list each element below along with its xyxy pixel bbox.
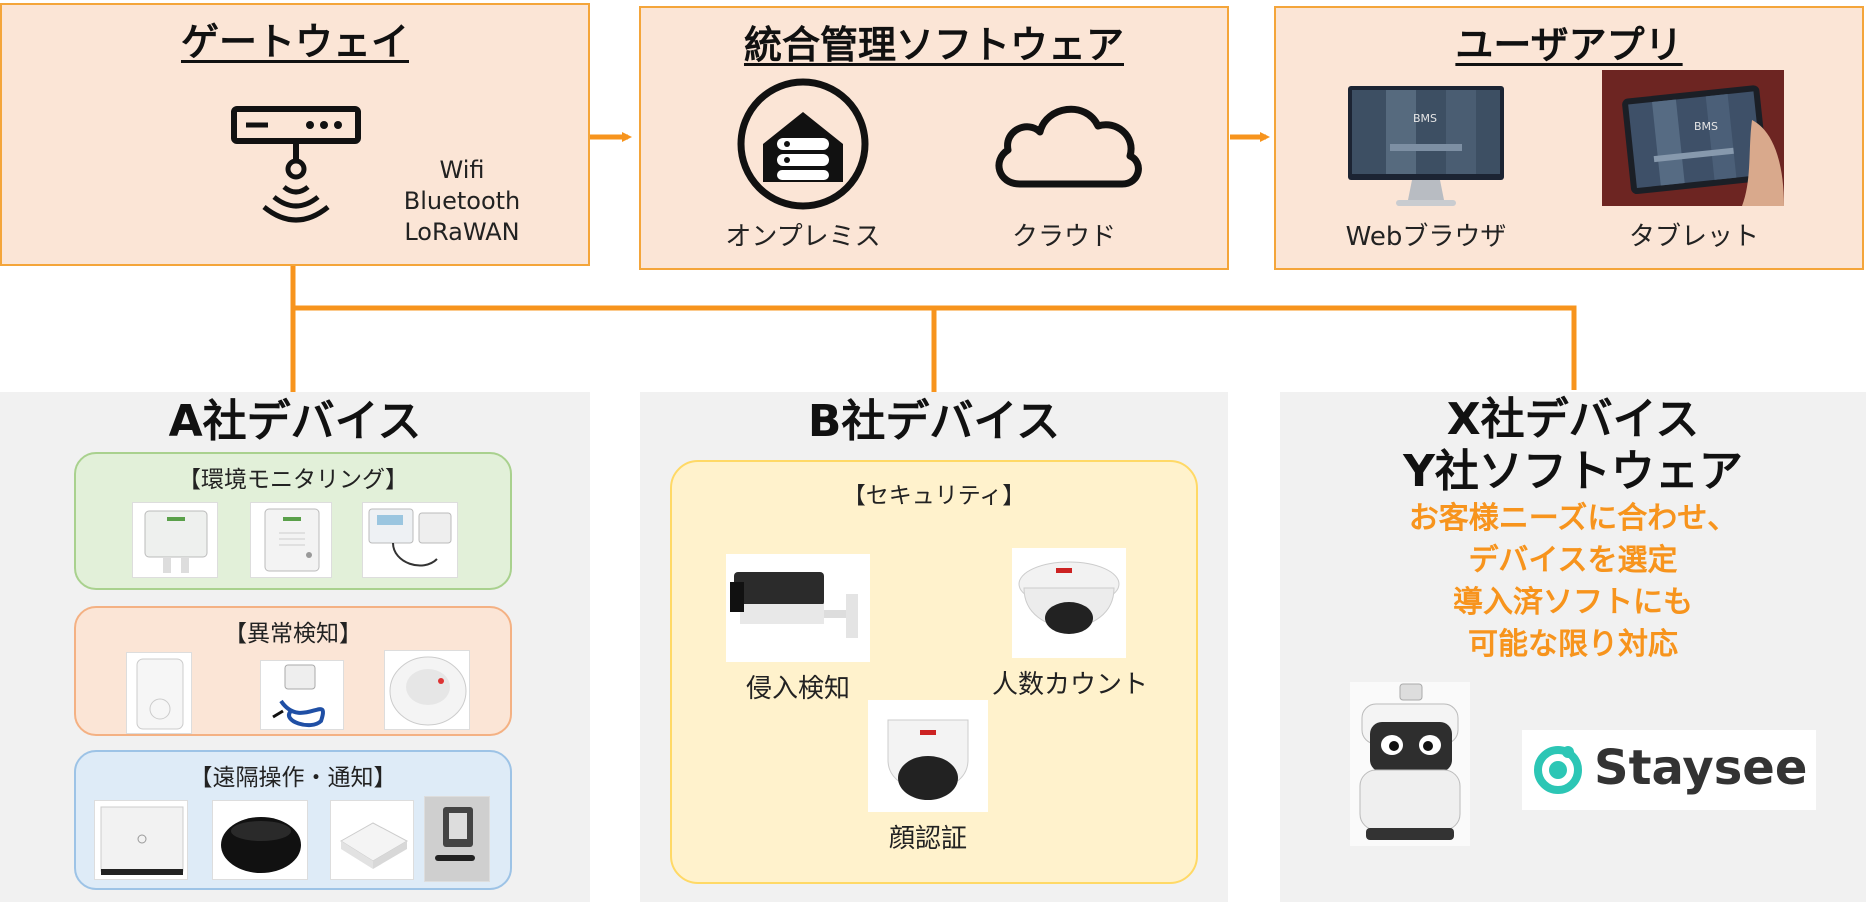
gateway-box: ゲートウェイ Wifi Bluetooth LoRaWAN — [0, 3, 590, 266]
wall-switch-photo — [94, 800, 188, 880]
robot-photo — [1350, 682, 1470, 846]
software-box: 統合管理ソフトウェア オンプレミス クラウド — [639, 6, 1229, 270]
intrusion-detection-label: 侵入検知 — [745, 674, 850, 704]
panel-x-title-line2: Y社ソフトウェア — [1403, 446, 1743, 497]
panel-x-title-line1: X社デバイス — [1446, 394, 1700, 445]
server-house-icon — [733, 78, 873, 210]
panel-b-title: B社デバイス — [807, 396, 1061, 447]
category-environment-title: 【環境モニタリング】 — [178, 467, 408, 493]
protocol-lorawan: LoRaWAN — [404, 218, 520, 246]
category-remote-title: 【遠隔操作・通知】 — [189, 765, 397, 791]
monitor-screen-logo: BMS — [1413, 112, 1438, 125]
leak-sensor-photo — [126, 652, 192, 734]
ir-remote-photo — [212, 800, 308, 880]
note-line-4: 可能な限り対応 — [1468, 627, 1678, 662]
dome-camera-photo — [1012, 548, 1126, 658]
note-line-3: 導入済ソフトにも — [1453, 585, 1693, 620]
people-counting-label: 人数カウント — [991, 670, 1148, 700]
router-icon — [228, 101, 368, 231]
cloud-icon — [986, 96, 1146, 192]
face-recognition-label: 顔認証 — [888, 824, 967, 854]
category-anomaly-detection: 【異常検知】 — [74, 606, 512, 736]
env-sensor-photo-3 — [362, 502, 458, 578]
webbrowser-label: Webブラウザ — [1345, 222, 1507, 252]
hub-device-photo — [330, 800, 414, 880]
face-camera-photo — [868, 700, 988, 812]
panel-x-devices: X社デバイス Y社ソフトウェア お客様ニーズに合わせ、 デバイスを選定 導入済ソ… — [1280, 392, 1866, 902]
tablet-photo — [1602, 70, 1784, 206]
panel-a-devices: A社デバイス 【環境モニタリング】 【異常検知】 【遠隔操作・通知】 — [0, 392, 590, 902]
category-remote-control: 【遠隔操作・通知】 — [74, 750, 512, 890]
bullet-camera-photo — [726, 554, 870, 662]
userapp-title: ユーザアプリ — [1455, 23, 1683, 67]
software-title: 統合管理ソフトウェア — [743, 23, 1124, 67]
gateway-title: ゲートウェイ — [180, 20, 409, 64]
monitor-icon — [1346, 84, 1506, 208]
staysee-logo: Staysee — [1522, 730, 1816, 810]
category-security: 【セキュリティ】 侵入検知 人数カウント 顔認証 — [670, 460, 1198, 884]
protocol-list: Wifi Bluetooth LoRaWAN — [382, 155, 542, 248]
tablet-screen-logo: BMS — [1694, 120, 1719, 133]
note-line-2: デバイスを選定 — [1468, 543, 1678, 578]
panel-a-title: A社デバイス — [168, 396, 422, 447]
category-environment-monitoring: 【環境モニタリング】 — [74, 452, 512, 590]
tablet-label: タブレット — [1628, 222, 1759, 252]
protocol-bluetooth: Bluetooth — [403, 187, 521, 215]
protocol-wifi: Wifi — [439, 156, 485, 184]
category-security-title: 【セキュリティ】 — [842, 483, 1026, 509]
panel-b-devices: B社デバイス 【セキュリティ】 侵入検知 人数カウント 顔認証 — [640, 392, 1228, 902]
smoke-detector-photo — [384, 650, 470, 730]
cloud-label: クラウド — [1011, 222, 1116, 252]
staysee-logo-text: Staysee — [1594, 740, 1808, 796]
userapp-box: ユーザアプリ BMS Webブラウザ BMS タブレット — [1274, 6, 1864, 270]
panel-x-note: お客様ニーズに合わせ、 デバイスを選定 導入済ソフトにも 可能な限り対応 — [1280, 498, 1866, 666]
note-line-1: お客様ニーズに合わせ、 — [1408, 501, 1738, 536]
staysee-logo-icon — [1534, 746, 1582, 794]
env-sensor-photo-1 — [132, 502, 218, 578]
category-anomaly-title: 【異常検知】 — [224, 621, 362, 647]
onpremise-label: オンプレミス — [725, 222, 881, 252]
cable-sensor-photo — [260, 660, 344, 730]
smart-lock-photo — [424, 796, 490, 882]
env-sensor-photo-2 — [250, 502, 332, 578]
